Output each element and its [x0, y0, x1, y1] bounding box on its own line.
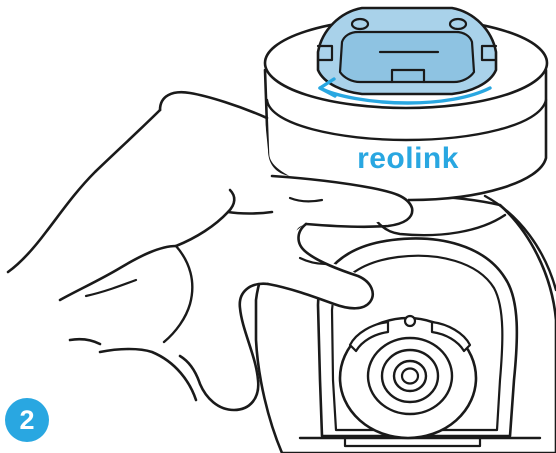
step-number-label: 2 — [19, 407, 34, 434]
step-number-badge: 2 — [5, 398, 49, 442]
brand-logo: reolink — [357, 142, 459, 175]
mount-plate-icon — [318, 8, 496, 94]
